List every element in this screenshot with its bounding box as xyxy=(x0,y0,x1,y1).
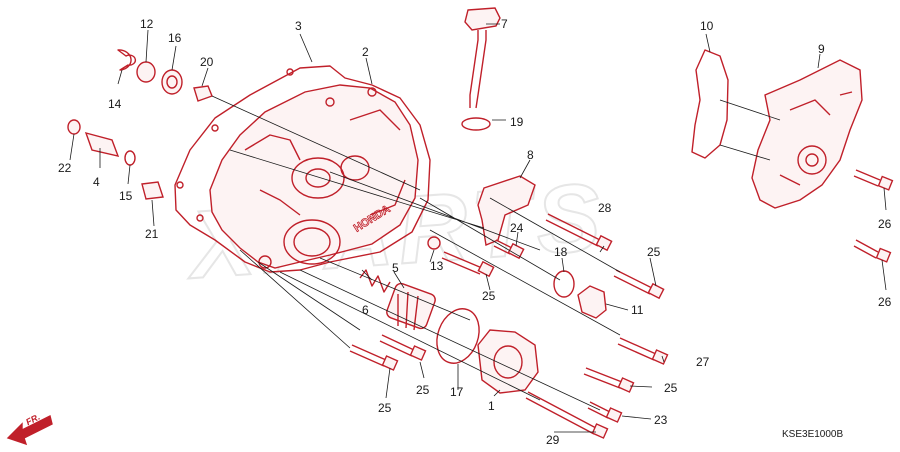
bolt-25-center xyxy=(409,345,427,361)
callout-leaders xyxy=(69,23,887,433)
callout-14[interactable]: 14 xyxy=(108,97,122,111)
filter-port xyxy=(283,219,341,265)
oil-filler-cap[interactable] xyxy=(464,7,501,109)
bolt-25-mid xyxy=(477,260,495,278)
assembly-lines xyxy=(211,95,781,411)
callout-25-d[interactable]: 25 xyxy=(378,401,392,415)
callout-25-a[interactable]: 25 xyxy=(482,289,496,303)
callout-22[interactable]: 22 xyxy=(58,161,72,175)
callout-25-e[interactable]: 25 xyxy=(664,381,678,395)
bolt-26-top xyxy=(877,175,894,191)
callout-20[interactable]: 20 xyxy=(200,55,214,69)
cover-boss xyxy=(291,157,345,199)
callout-26-b[interactable]: 26 xyxy=(878,295,892,309)
callout-18[interactable]: 18 xyxy=(554,245,568,259)
oil-filter-5 xyxy=(386,282,436,330)
callout-12[interactable]: 12 xyxy=(140,17,154,31)
cover-body-2 xyxy=(209,84,419,269)
callout-1[interactable]: 1 xyxy=(488,399,495,413)
bolt-28-shank xyxy=(545,213,601,247)
dowel-20 xyxy=(193,85,213,102)
bolt-25-left xyxy=(381,355,399,371)
callout-11[interactable]: 11 xyxy=(631,303,644,317)
callout-23[interactable]: 23 xyxy=(654,413,668,427)
callout-6[interactable]: 6 xyxy=(362,303,369,317)
cover-9 xyxy=(751,59,863,209)
callout-8[interactable]: 8 xyxy=(527,148,534,162)
generator-cover-group[interactable] xyxy=(691,49,863,209)
callout-10[interactable]: 10 xyxy=(700,19,714,33)
o-ring-18[interactable] xyxy=(553,270,575,298)
clip-22 xyxy=(67,119,81,135)
callout-9[interactable]: 9 xyxy=(818,42,825,56)
callout-29[interactable]: 29 xyxy=(546,433,560,447)
callout-5[interactable]: 5 xyxy=(392,261,399,275)
callout-19[interactable]: 19 xyxy=(510,115,524,129)
callout-3[interactable]: 3 xyxy=(295,19,302,33)
cover-boss-inner xyxy=(305,168,331,188)
bolt-25-lower xyxy=(617,377,635,393)
cover-boss-2 xyxy=(340,155,370,181)
callout-25-b[interactable]: 25 xyxy=(647,245,661,259)
callout-21[interactable]: 21 xyxy=(145,227,159,241)
callout-15[interactable]: 15 xyxy=(119,189,133,203)
o-ring-19[interactable] xyxy=(461,117,491,131)
bolt-24 xyxy=(507,242,525,260)
small-parts-left[interactable] xyxy=(67,49,213,200)
callout-13[interactable]: 13 xyxy=(430,259,444,273)
callout-17[interactable]: 17 xyxy=(450,385,464,399)
right-crankcase-cover[interactable]: HONDA xyxy=(174,65,431,273)
oil-seal-16 xyxy=(161,69,183,95)
dowel-21 xyxy=(141,181,164,200)
callout-25-c[interactable]: 25 xyxy=(416,383,430,397)
o-ring-15 xyxy=(124,150,136,166)
washer-13[interactable] xyxy=(427,236,441,250)
callout-26-a[interactable]: 26 xyxy=(878,217,892,231)
shaft-4 xyxy=(84,131,120,157)
filter-cover-1[interactable] xyxy=(477,329,539,394)
callout-7[interactable]: 7 xyxy=(501,17,508,31)
bolt-25-right xyxy=(647,282,665,300)
filter-port-inner xyxy=(293,227,331,257)
washer-12 xyxy=(136,61,156,83)
callout-4[interactable]: 4 xyxy=(93,175,100,189)
bolts[interactable] xyxy=(349,169,894,439)
bracket-8[interactable] xyxy=(477,175,536,246)
bolt-26-bottom xyxy=(875,247,892,263)
gasket-10 xyxy=(691,49,729,159)
callout-24[interactable]: 24 xyxy=(510,221,524,235)
o-ring-17[interactable] xyxy=(430,303,487,369)
circlip-14 xyxy=(117,49,137,71)
callout-28[interactable]: 28 xyxy=(598,201,612,215)
callout-numbers: 1 2 3 4 5 6 7 8 9 10 11 12 13 14 15 16 1… xyxy=(58,17,892,447)
callout-2[interactable]: 2 xyxy=(362,45,369,59)
bolt-29 xyxy=(591,423,609,439)
diagram-code: KSE3E1000B xyxy=(782,429,843,440)
plug-11[interactable] xyxy=(577,285,607,319)
bolt-23 xyxy=(605,407,623,423)
cover-gasket-3 xyxy=(174,65,431,273)
callout-27[interactable]: 27 xyxy=(696,355,710,369)
bolt-27 xyxy=(651,349,669,365)
front-direction-arrow: FR. xyxy=(6,412,53,446)
callout-16[interactable]: 16 xyxy=(168,31,182,45)
oil-filter-group[interactable] xyxy=(359,269,437,331)
